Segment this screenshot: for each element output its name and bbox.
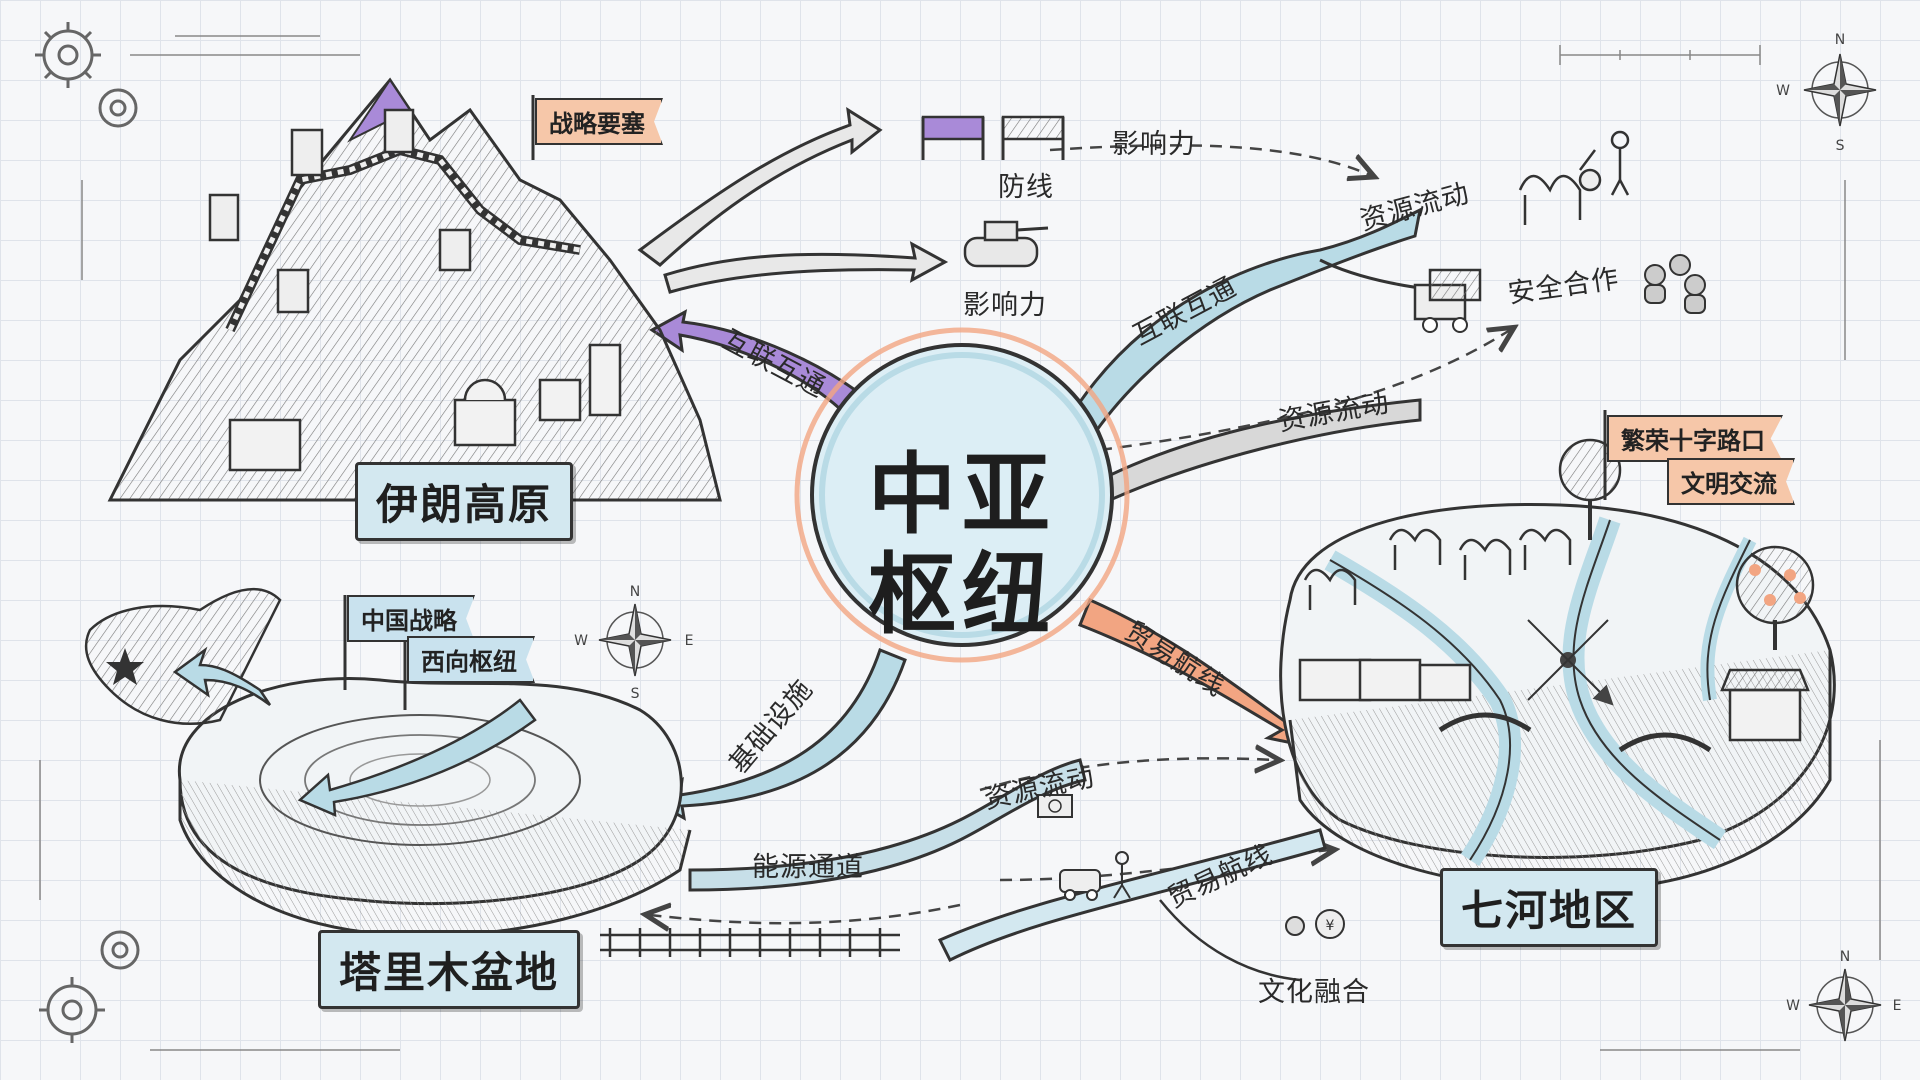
gray-arrow-iran-to-tank	[663, 241, 949, 294]
dashed-arrow-resource-bottom	[979, 758, 1275, 792]
compass-icon: N S W E	[574, 584, 693, 702]
camel-caravan-icon	[1518, 130, 1630, 225]
teal-arrow-to-northeast	[1062, 207, 1423, 443]
gear-icon	[35, 22, 138, 128]
car-icon	[1059, 869, 1101, 901]
ruler-decoration	[39, 35, 1881, 1051]
dashed-arrow-influence	[1049, 144, 1370, 175]
orange-arrow-to-seven-rivers	[1078, 597, 1307, 747]
railway-track	[600, 928, 900, 957]
compass-w: W	[574, 633, 588, 649]
flag-west-hub: 西向枢纽	[407, 636, 535, 683]
region-label-iran: 伊朗高原	[355, 462, 574, 541]
flag-civilization-exchange: 文明交流	[1667, 458, 1795, 505]
trade-route-road	[937, 828, 1327, 963]
region-label-tarim: 塔里木盆地	[318, 930, 581, 1009]
barrier-icon	[921, 115, 1065, 160]
label-influence-tank: 影响力	[963, 290, 1047, 321]
compass-n: N	[1840, 949, 1850, 965]
coin-icon: ¥	[1285, 909, 1345, 939]
tarim-basin-illustration	[84, 587, 692, 938]
compass-w: W	[1786, 998, 1800, 1014]
compass-n: N	[1835, 32, 1845, 48]
compass-icon: N W E	[1786, 949, 1902, 1042]
iran-plateau-illustration	[107, 77, 722, 502]
hub-node	[794, 327, 1130, 663]
compass-s: S	[1836, 138, 1845, 154]
dashed-arrow-to-tarim	[650, 905, 961, 923]
compass-w: W	[1776, 83, 1790, 99]
truck-icon	[1413, 268, 1482, 333]
compass-icon: N S W	[1776, 32, 1877, 154]
hub-title-line2: 枢纽	[867, 543, 1056, 646]
walker-icon	[1113, 851, 1131, 899]
label-defense-line: 防线	[998, 172, 1054, 203]
cultural-fusion-line	[1159, 899, 1301, 982]
dashed-arrow-resource-mid	[1099, 330, 1510, 452]
flag-strategic-fortress: 战略要塞	[535, 98, 663, 145]
seven-rivers-illustration	[1279, 410, 1836, 892]
label-influence-top: 影响力	[1112, 129, 1196, 160]
hub-title: 中亚 枢纽	[822, 445, 1102, 645]
money-icon	[1037, 794, 1073, 818]
compass-s: S	[631, 686, 640, 702]
gray-arrow-to-east	[1097, 398, 1422, 502]
flag-china-strategy: 中国战略	[347, 595, 475, 642]
region-label-seven-rivers: 七河地区	[1440, 868, 1659, 947]
label-cultural-fusion: 文化融合	[1258, 977, 1370, 1008]
flag-prosperous-crossroads: 繁荣十字路口	[1607, 415, 1783, 462]
compass-e: E	[1893, 998, 1902, 1014]
people-group-icon	[1644, 254, 1706, 314]
compass-n: N	[630, 584, 640, 600]
svg-text:¥: ¥	[1326, 918, 1335, 934]
gray-arrow-iran-to-defense	[637, 107, 883, 267]
tank-icon	[963, 220, 1049, 268]
gear-icon	[39, 930, 140, 1043]
hub-title-line1: 中亚	[867, 443, 1056, 546]
energy-corridor-road	[688, 758, 1087, 892]
compass-e: E	[685, 633, 694, 649]
label-energy-corridor: 能源通道	[752, 852, 864, 883]
